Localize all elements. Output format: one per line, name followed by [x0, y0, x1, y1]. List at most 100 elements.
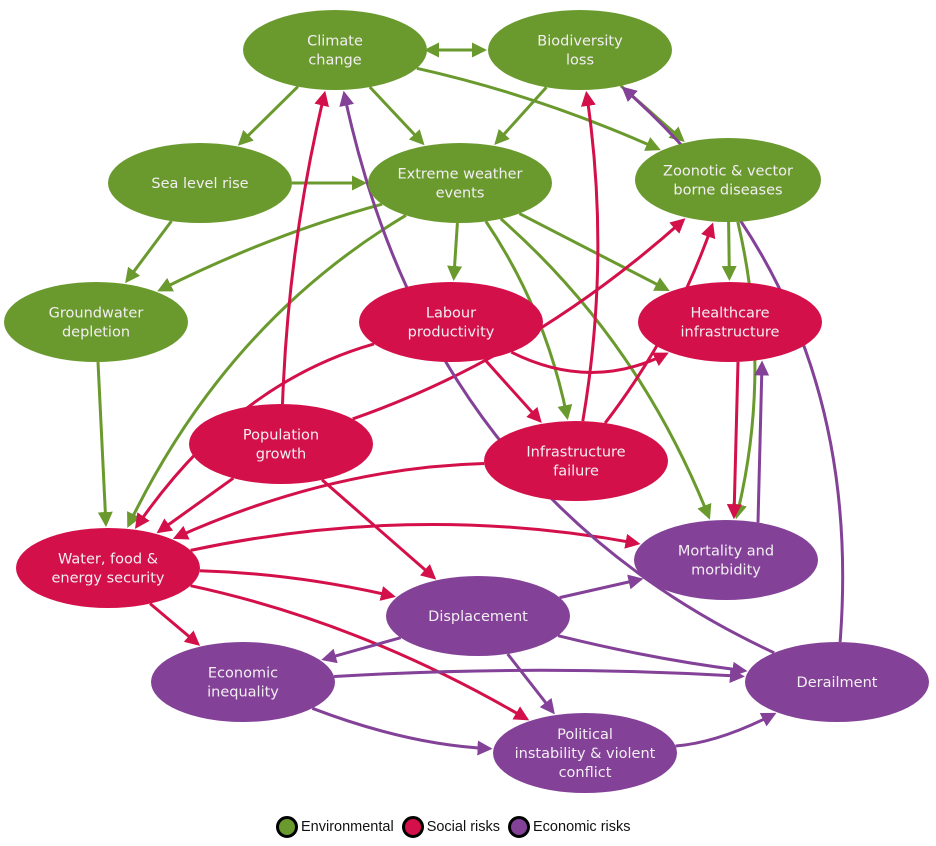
node-zoonotic-label: Zoonotic & vector [663, 164, 793, 180]
node-healthcare: Healthcare infrastructure [638, 282, 822, 362]
node-sealevel-label: Sea level rise [151, 176, 248, 192]
edge-healthcare-to-mortality [726, 361, 742, 520]
edge-population-to-displacement [321, 478, 437, 580]
edge-water-to-political [190, 584, 530, 721]
edge-extreme-to-groundwater [157, 202, 383, 292]
legend: Environmental Social risks Economic risk… [276, 816, 639, 838]
node-political-label: instability & violent [515, 746, 656, 762]
edge-population-to-climate [281, 90, 329, 405]
node-inequality-ellipse [151, 642, 335, 722]
node-extreme-ellipse [368, 143, 552, 223]
edge-climate-to-extreme [368, 85, 425, 146]
node-biodiversity-label: Biodiversity [537, 34, 623, 50]
edge-biodiversity-to-extreme [494, 86, 548, 146]
node-climate-label: change [308, 53, 361, 69]
node-inequality-label: inequality [207, 685, 279, 701]
node-political-ellipse [493, 713, 677, 793]
edge-extreme-to-labour [447, 222, 463, 281]
node-zoonotic-label: borne diseases [673, 183, 782, 199]
node-displacement-label: Displacement [428, 609, 528, 625]
node-population: Population growth [189, 404, 373, 484]
edge-displacement-to-inequality [321, 636, 402, 664]
node-labour-label: Labour [426, 306, 476, 322]
edge-political-to-derailment [675, 712, 777, 748]
node-water-label: energy security [51, 571, 164, 587]
node-population-label: growth [256, 447, 306, 463]
node-political-label: Political [557, 727, 613, 743]
edge-displacement-to-derailment [557, 634, 748, 677]
edge-climate-to-zoonotic [416, 66, 661, 151]
edge-displacement-to-mortality [559, 574, 644, 600]
edge-sealevel-to-groundwater [125, 220, 173, 284]
edge-inequality-to-political [311, 706, 493, 756]
node-labour: Labour productivity [359, 282, 543, 362]
node-climate-ellipse [243, 10, 427, 90]
node-extreme-label: Extreme weather [397, 167, 522, 183]
edge-labour-to-infrastructure [483, 358, 542, 424]
node-mortality-label: morbidity [691, 563, 761, 579]
node-inequality: Economic inequality [151, 642, 335, 722]
node-displacement-ellipse [386, 576, 570, 656]
node-derailment-ellipse [745, 642, 929, 722]
edge-displacement-to-political [506, 652, 555, 715]
node-sealevel-ellipse [108, 143, 292, 223]
edge-inequality-to-derailment [334, 668, 745, 684]
edge-derailment-to-climate [339, 90, 775, 655]
node-derailment-label: Derailment [797, 675, 878, 691]
node-groundwater-label: depletion [62, 325, 130, 341]
node-political: Political instability & violent conflict [493, 713, 677, 793]
node-labour-label: productivity [408, 325, 495, 341]
node-biodiversity-label: loss [566, 53, 594, 69]
node-healthcare-label: infrastructure [681, 325, 780, 341]
edge-water-to-mortality [190, 522, 641, 552]
node-sealevel: Sea level rise [108, 143, 292, 223]
node-labour-ellipse [359, 282, 543, 362]
edge-extreme-to-water [127, 214, 407, 528]
node-political-label: conflict [559, 765, 612, 781]
node-population-ellipse [189, 404, 373, 484]
node-groundwater-ellipse [4, 282, 188, 362]
node-mortality: Mortality and morbidity [634, 520, 818, 600]
node-infrastructure-label: Infrastructure [526, 445, 625, 461]
node-water-ellipse [16, 528, 200, 608]
node-water: Water, food & energy security [16, 528, 200, 608]
node-displacement: Displacement [386, 576, 570, 656]
legend-label: Environmental [301, 819, 394, 835]
legend-item-environmental: Environmental [276, 816, 394, 838]
node-climate: Climate change [243, 10, 427, 90]
legend-item-social: Social risks [401, 816, 501, 838]
edge-groundwater-to-water [96, 361, 113, 527]
edge-water-to-displacement [199, 569, 396, 601]
node-mortality-ellipse [634, 520, 818, 600]
node-mortality-label: Mortality and [678, 544, 774, 560]
edge-water-to-inequality [149, 602, 201, 646]
legend-label: Social risks [426, 819, 501, 835]
node-biodiversity: Biodiversity loss [488, 10, 672, 90]
node-derailment: Derailment [745, 642, 929, 722]
edge-extreme-to-mortality [499, 217, 712, 520]
node-biodiversity-ellipse [488, 10, 672, 90]
legend-item-economic: Economic risks [508, 816, 631, 838]
node-water-label: Water, food & [58, 552, 158, 568]
edge-mortality-to-healthcare [754, 360, 770, 523]
node-groundwater: Groundwater depletion [4, 282, 188, 362]
edge-zoonotic-to-mortality [732, 221, 757, 520]
node-inequality-label: Economic [208, 666, 278, 682]
legend-swatch-economic [508, 816, 531, 838]
node-healthcare-ellipse [638, 282, 822, 362]
edges-layer [96, 42, 845, 756]
legend-swatch-environmental [276, 816, 298, 838]
node-population-label: Population [243, 428, 319, 444]
edge-population-to-water [156, 476, 235, 534]
node-climate-label: Climate [307, 34, 363, 50]
edge-extreme-to-healthcare [518, 212, 670, 291]
edge-infrastructure-to-biodiversity [580, 90, 600, 422]
node-groundwater-label: Groundwater [49, 306, 144, 322]
node-healthcare-label: Healthcare [690, 306, 769, 322]
node-infrastructure-ellipse [484, 421, 668, 501]
node-zoonotic-ellipse [635, 138, 821, 222]
node-zoonotic: Zoonotic & vector borne diseases [635, 138, 821, 222]
